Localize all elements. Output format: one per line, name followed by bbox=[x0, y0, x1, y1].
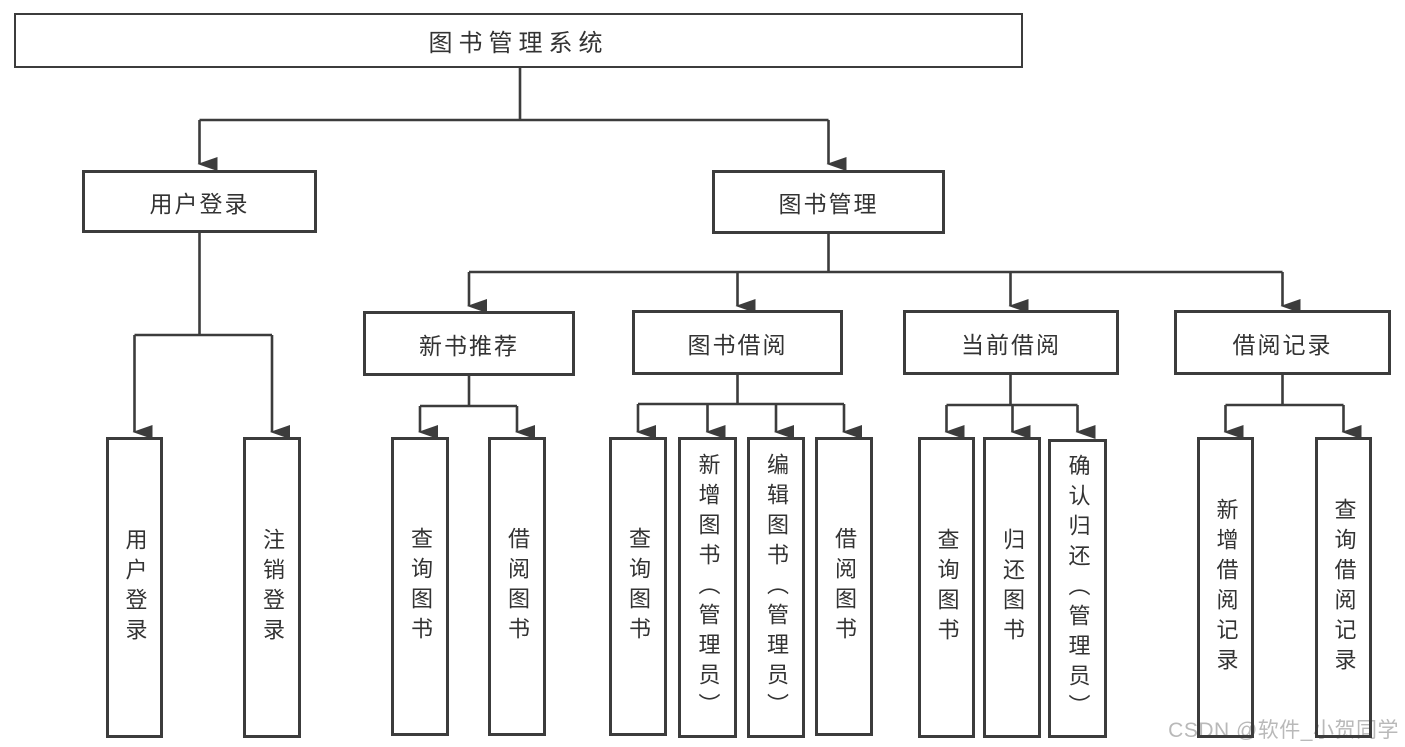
leaf-borrow-edit-book-admin: 编辑图书（管理员） bbox=[747, 437, 805, 738]
leaf-logout-label: 注销登录 bbox=[260, 527, 285, 648]
leaf-newbook-query-books-label: 查询图书 bbox=[408, 526, 433, 647]
node-current-borrow-label: 当前借阅 bbox=[961, 331, 1061, 358]
leaf-user-login: 用户登录 bbox=[106, 437, 163, 738]
leaf-current-return-books-label: 归还图书 bbox=[1000, 527, 1025, 648]
leaf-records-query-record-label: 查询借阅记录 bbox=[1331, 497, 1357, 678]
leaf-records-add-record-label: 新增借阅记录 bbox=[1213, 497, 1239, 678]
node-root-label: 图书管理系统 bbox=[428, 30, 609, 57]
node-book-borrow-label: 图书借阅 bbox=[687, 331, 788, 358]
node-book-borrow: 图书借阅 bbox=[632, 310, 843, 375]
node-new-book-recommend-label: 新书推荐 bbox=[419, 332, 519, 359]
node-borrow-records: 借阅记录 bbox=[1174, 310, 1391, 375]
node-user-login-label: 用户登录 bbox=[149, 190, 250, 217]
node-book-management: 图书管理 bbox=[712, 170, 945, 234]
node-user-login: 用户登录 bbox=[82, 170, 317, 233]
node-borrow-records-label: 借阅记录 bbox=[1232, 331, 1333, 358]
node-new-book-recommend: 新书推荐 bbox=[363, 311, 575, 376]
leaf-current-query-books: 查询图书 bbox=[918, 437, 975, 738]
leaf-newbook-borrow-books-label: 借阅图书 bbox=[505, 526, 530, 647]
leaf-logout: 注销登录 bbox=[243, 437, 301, 738]
node-current-borrow: 当前借阅 bbox=[903, 310, 1119, 375]
leaf-borrow-add-book-admin-label: 新增图书（管理员） bbox=[695, 452, 721, 723]
leaf-current-confirm-return-admin: 确认归还（管理员） bbox=[1048, 439, 1107, 738]
node-book-management-label: 图书管理 bbox=[778, 191, 879, 217]
leaf-newbook-borrow-books: 借阅图书 bbox=[488, 437, 546, 736]
leaf-current-query-books-label: 查询图书 bbox=[934, 527, 960, 648]
leaf-newbook-query-books: 查询图书 bbox=[391, 437, 449, 736]
leaf-borrow-query-books: 查询图书 bbox=[609, 437, 667, 736]
leaf-borrow-add-book-admin: 新增图书（管理员） bbox=[678, 437, 737, 738]
leaf-borrow-borrow-books-label: 借阅图书 bbox=[832, 526, 857, 647]
leaf-records-query-record: 查询借阅记录 bbox=[1315, 437, 1372, 738]
leaf-current-return-books: 归还图书 bbox=[983, 437, 1041, 738]
leaf-borrow-borrow-books: 借阅图书 bbox=[815, 437, 873, 736]
leaf-current-confirm-return-admin-label: 确认归还（管理员） bbox=[1065, 453, 1091, 724]
leaf-records-add-record: 新增借阅记录 bbox=[1197, 437, 1254, 738]
leaf-borrow-edit-book-admin-label: 编辑图书（管理员） bbox=[764, 452, 789, 723]
leaf-borrow-query-books-label: 查询图书 bbox=[626, 526, 651, 647]
node-root: 图书管理系统 bbox=[14, 13, 1023, 68]
leaf-user-login-label: 用户登录 bbox=[122, 527, 148, 648]
